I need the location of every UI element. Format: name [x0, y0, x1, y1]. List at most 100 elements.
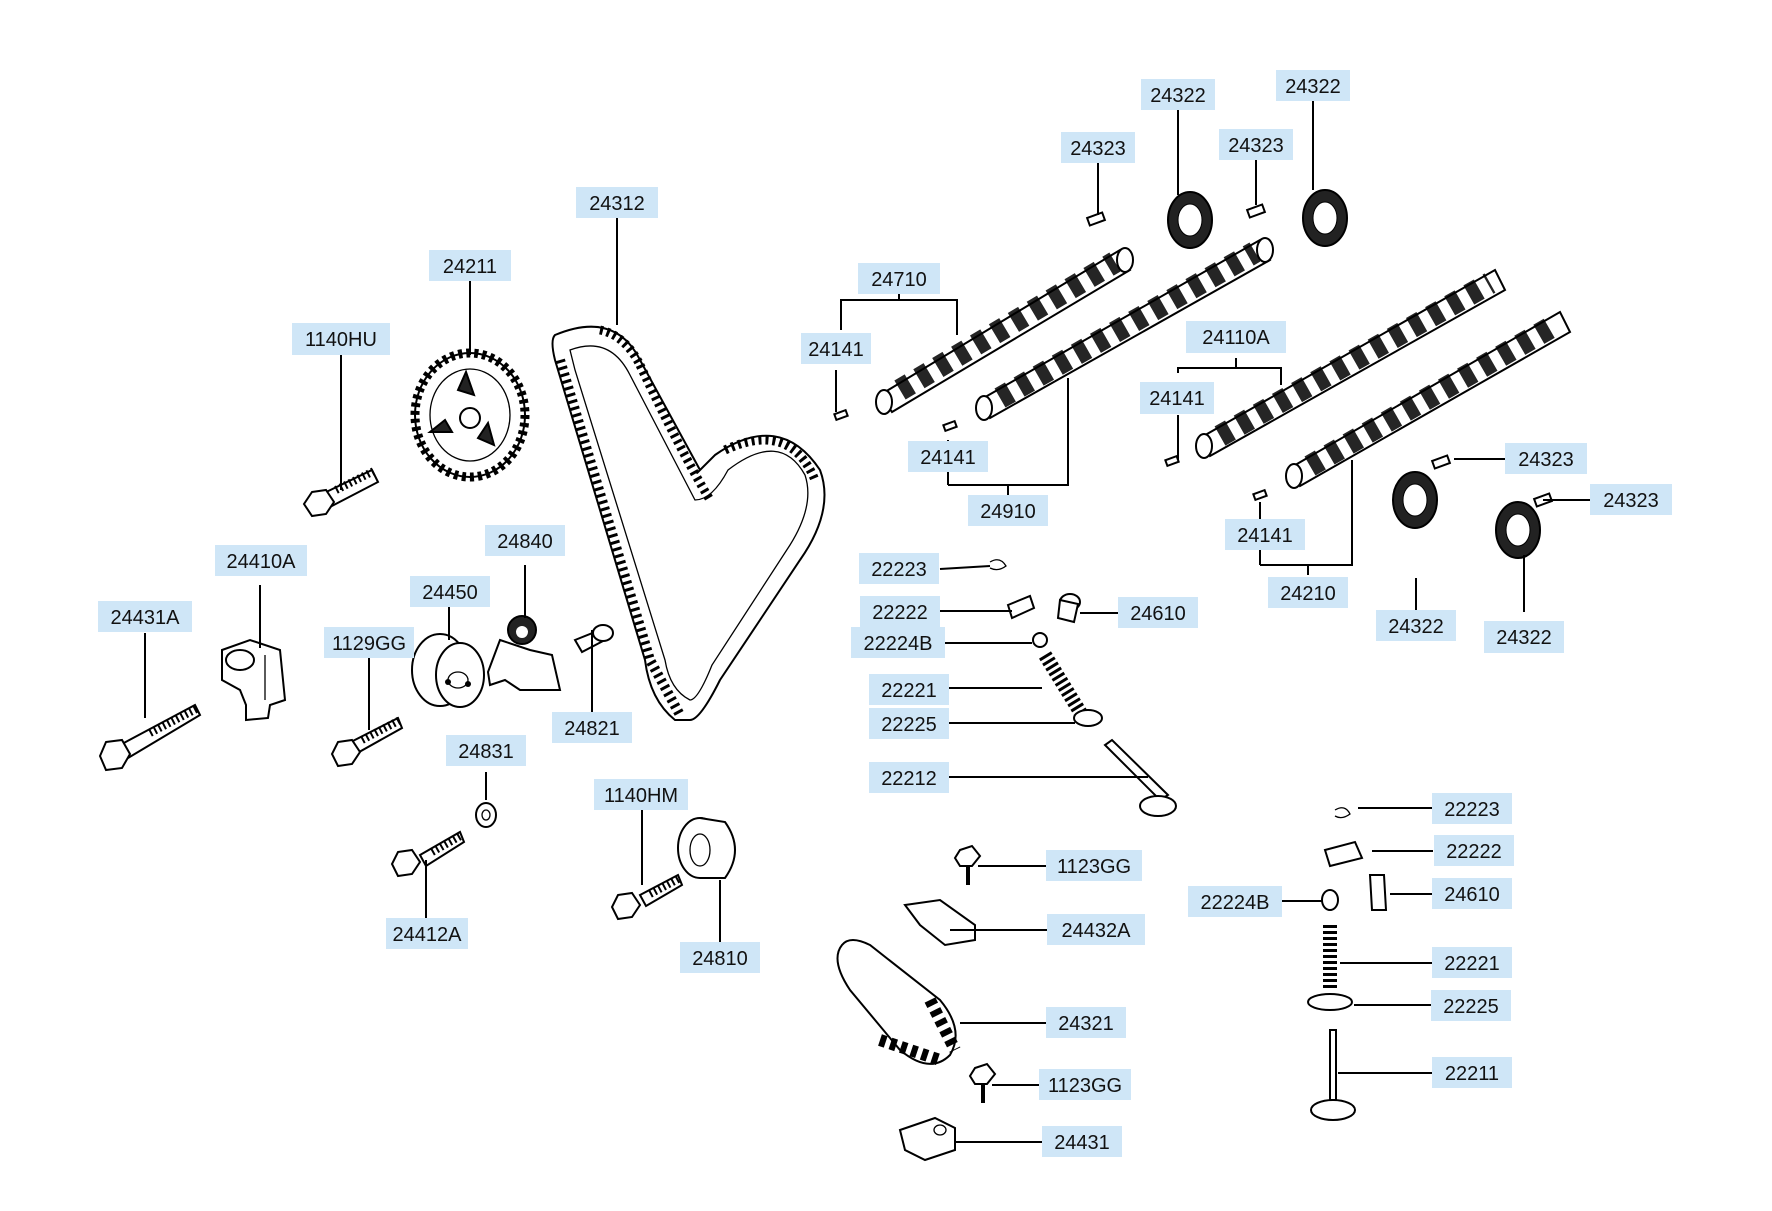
part-label: 24910	[968, 495, 1048, 526]
part-label-text: 24323	[1518, 449, 1574, 471]
balance-guide	[903, 898, 976, 947]
part-label: 24840	[485, 525, 565, 556]
part-label: 22224B	[851, 627, 945, 658]
part-label-text: 22211	[1445, 1063, 1499, 1085]
part-label-text: 24210	[1280, 583, 1336, 605]
part-label: 22223	[859, 553, 939, 584]
bolt-24431a	[98, 703, 202, 772]
part-label-text: 24322	[1150, 85, 1206, 107]
bolt-1140hm	[610, 873, 684, 921]
valve-assembly-upper	[989, 559, 1177, 817]
part-label-text: 24321	[1058, 1013, 1114, 1035]
part-label-text: 1140HM	[604, 785, 678, 807]
part-label: 24710	[858, 263, 940, 294]
part-label-text: 24840	[497, 531, 553, 553]
part-label-text: 24322	[1388, 616, 1444, 638]
part-label: 1129GG	[324, 627, 414, 658]
part-label-text: 24821	[564, 718, 620, 740]
part-label: 24322	[1276, 70, 1350, 101]
part-label: 24321	[1046, 1007, 1126, 1038]
part-label-text: 22223	[871, 559, 927, 581]
part-label: 24322	[1141, 79, 1215, 110]
part-label: 24323	[1590, 484, 1672, 515]
part-label: 24210	[1268, 577, 1348, 608]
part-label-text: 24432A	[1062, 920, 1132, 942]
part-label-text: 24431	[1054, 1132, 1110, 1154]
part-label-text: 22224B	[864, 633, 933, 655]
part-label-text: 24211	[443, 256, 497, 278]
leader-lines	[144, 100, 1590, 1143]
part-label: 1123GG	[1046, 850, 1142, 881]
part-label: 24323	[1219, 129, 1293, 160]
part-label: 22224B	[1188, 886, 1282, 917]
part-label: 24141	[1140, 382, 1214, 414]
part-label-text: 24710	[871, 269, 927, 291]
part-label-text: 22212	[881, 768, 937, 790]
pivot-pin	[573, 624, 614, 654]
part-label: 24431	[1042, 1126, 1122, 1157]
part-label-text: 1123GG	[1048, 1075, 1122, 1097]
part-label: 22222	[860, 596, 940, 627]
part-label-text: 22224B	[1201, 892, 1270, 914]
oil-seals	[1167, 189, 1541, 559]
part-label-text: 24141	[1149, 388, 1205, 410]
washer	[475, 802, 497, 828]
part-label-text: 24810	[692, 948, 748, 970]
part-label-text: 22222	[1446, 841, 1502, 863]
camshaft-24710	[875, 247, 1134, 415]
part-label: 24322	[1376, 610, 1456, 641]
part-label: 24141	[1225, 519, 1305, 550]
part-label: 24323	[1061, 132, 1135, 163]
part-label-text: 24323	[1228, 135, 1284, 157]
part-label: 24211	[429, 250, 511, 281]
part-label-text: 24322	[1496, 627, 1552, 649]
part-label-text: 22221	[1444, 953, 1500, 975]
part-label: 24450	[410, 576, 490, 607]
part-label-text: 24322	[1285, 76, 1341, 98]
part-label: 24431A	[98, 601, 192, 632]
part-label: 24810	[680, 942, 760, 973]
part-label: 24831	[446, 735, 526, 766]
part-label-text: 1140HU	[305, 329, 377, 351]
part-label: 24410A	[215, 545, 307, 576]
part-label-text: 1129GG	[332, 633, 406, 655]
part-label-text: 22225	[1443, 996, 1499, 1018]
part-label-text: 1123GG	[1057, 856, 1131, 878]
part-label: 24141	[908, 441, 988, 472]
camshaft-24110a	[1195, 268, 1507, 459]
tensioner-arm	[486, 615, 562, 691]
part-label-text: 24110A	[1202, 327, 1270, 349]
woodruff-keys	[833, 203, 1554, 508]
part-label-text: 24431A	[111, 607, 181, 629]
part-label: 24110A	[1186, 321, 1286, 353]
part-label-text: 24323	[1070, 138, 1126, 160]
part-label: 24141	[801, 333, 871, 364]
part-label-text: 22225	[881, 714, 937, 736]
part-label: 24610	[1118, 597, 1198, 628]
part-label-text: 24141	[1237, 525, 1293, 547]
part-label: 24412A	[386, 918, 468, 949]
bolt-1140hu	[302, 466, 380, 518]
part-label: 22225	[869, 708, 949, 739]
part-label-text: 24410A	[227, 551, 297, 573]
part-label-text: 22222	[872, 602, 928, 624]
part-label-text: 24610	[1444, 884, 1500, 906]
part-label: 22225	[1431, 990, 1511, 1021]
bolt-24412a	[390, 830, 466, 878]
part-label-text: 24450	[422, 582, 478, 604]
bolt-1129gg	[330, 716, 404, 768]
camshaft-24210	[1285, 310, 1572, 489]
part-label: 1123GG	[1039, 1069, 1131, 1100]
part-label: 22212	[869, 762, 949, 793]
idler-sleeve	[677, 817, 736, 879]
valve-assembly-lower	[1307, 807, 1388, 1121]
part-label: 1140HM	[594, 779, 688, 810]
timing-belt	[551, 325, 826, 721]
cam-sprocket	[410, 348, 530, 482]
part-label: 24323	[1505, 443, 1587, 474]
part-label-text: 24910	[980, 501, 1036, 523]
part-label-text: 24323	[1603, 490, 1659, 512]
part-label-text: 24312	[589, 193, 645, 215]
